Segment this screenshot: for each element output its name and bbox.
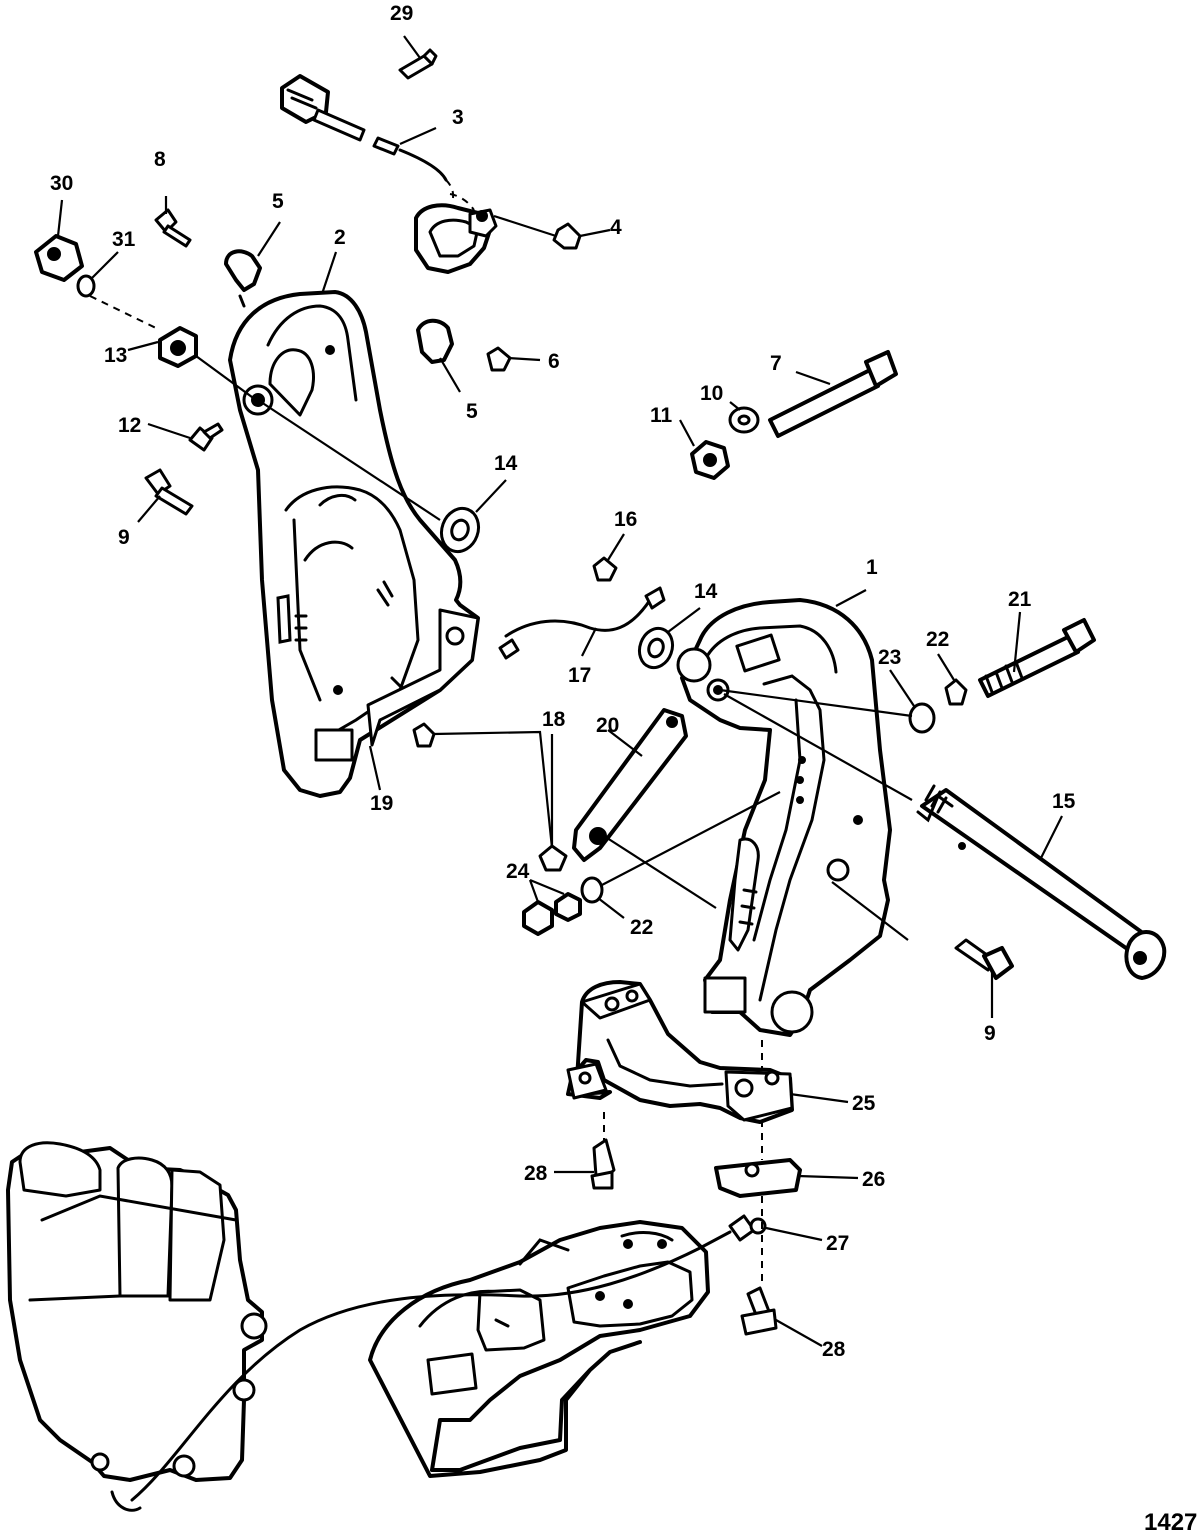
assembly-line [89,295,161,331]
screw-12 [188,422,224,452]
assembly-line [723,693,913,801]
right-transom-bracket [676,598,892,1037]
callout-9a: 9 [118,526,130,549]
callout-4: 4 [610,216,622,239]
retainer-clip-5a [224,249,262,308]
bolt-9-left [144,468,194,516]
nut-22-upper [944,678,968,706]
grease-fitting-29 [398,48,438,80]
callout-16: 16 [614,508,637,531]
assembly-line [257,399,441,521]
callout-30: 30 [50,172,73,195]
bolt-9-right [954,938,1014,980]
callout-28b: 28 [822,1338,846,1361]
callout-leaders [56,35,1063,1347]
callout-18: 18 [542,708,566,731]
exhaust-adapter-housing [368,1220,710,1478]
callout-21: 21 [1008,588,1032,611]
callout-22b: 22 [630,916,653,939]
callout-6: 6 [548,350,560,373]
screw-28-lower [740,1286,778,1336]
fitting-13 [158,326,198,368]
callout-31: 31 [112,228,136,251]
callout-7: 7 [770,352,782,375]
callout-17: 17 [568,664,591,687]
screw-16 [592,556,618,582]
screw-8 [154,208,192,248]
cap-nut-30 [34,234,84,282]
o-ring-31 [76,274,96,298]
callout-15: 15 [1052,790,1076,813]
callout-1: 1 [866,556,878,579]
callout-19: 19 [370,792,393,815]
trim-sender-harness [280,74,498,274]
washer-10 [728,406,760,434]
callout-22a: 22 [926,628,949,651]
bolt-21 [978,618,1096,698]
callout-25: 25 [852,1092,876,1115]
washer-14-upper [439,506,481,554]
callout-24: 24 [506,860,530,883]
callout-2: 2 [334,226,346,249]
ground-strap-wire [130,1230,732,1502]
callout-3: 3 [452,106,464,129]
screw-18 [538,844,568,872]
callout-23: 23 [878,646,901,669]
left-transom-bracket [228,290,480,798]
callout-labels: 1 2 3 4 5 5 6 7 8 9 9 10 11 12 13 14 14 … [50,2,1076,1361]
lower-support-bracket [566,980,794,1124]
screw-4 [493,214,582,250]
washer-23 [908,702,936,734]
callout-14a: 14 [494,452,518,475]
assembly-line [831,881,909,941]
assembly-line [195,355,257,401]
callout-13: 13 [104,344,127,367]
callout-29: 29 [390,2,413,25]
engine-gearcase-housing [6,1141,268,1512]
callout-11: 11 [650,404,673,427]
through-bolt-7 [768,350,898,438]
callout-12: 12 [118,414,141,437]
wear-pad [714,1158,802,1198]
callout-9b: 9 [984,1022,996,1045]
callout-10: 10 [700,382,723,405]
figure-number: 1427 [1144,1509,1197,1536]
assembly-line [603,835,717,909]
retainer-clip-5b [416,318,454,364]
swivel-pin-tube [916,784,1167,980]
terminal-27 [728,1214,767,1242]
washer-14-lower [637,626,675,670]
callout-28a: 28 [524,1162,548,1185]
lock-nut-11 [690,440,730,480]
callout-26: 26 [862,1168,885,1191]
callout-27: 27 [826,1232,849,1255]
ground-wire-17 [498,586,666,660]
screw-28-upper [590,1138,616,1190]
plate-19 [412,722,436,748]
callout-20: 20 [596,714,619,737]
callout-8: 8 [154,148,166,171]
assembly-line [599,791,781,887]
nut-22-lower [580,876,604,904]
nuts-24 [522,892,582,936]
callout-5b: 5 [466,400,478,423]
strap-20 [572,708,688,862]
screw-6 [486,346,512,372]
assembly-line [719,688,913,718]
callout-5a: 5 [272,190,284,213]
assembly-line [433,730,554,849]
callout-14b: 14 [694,580,718,603]
